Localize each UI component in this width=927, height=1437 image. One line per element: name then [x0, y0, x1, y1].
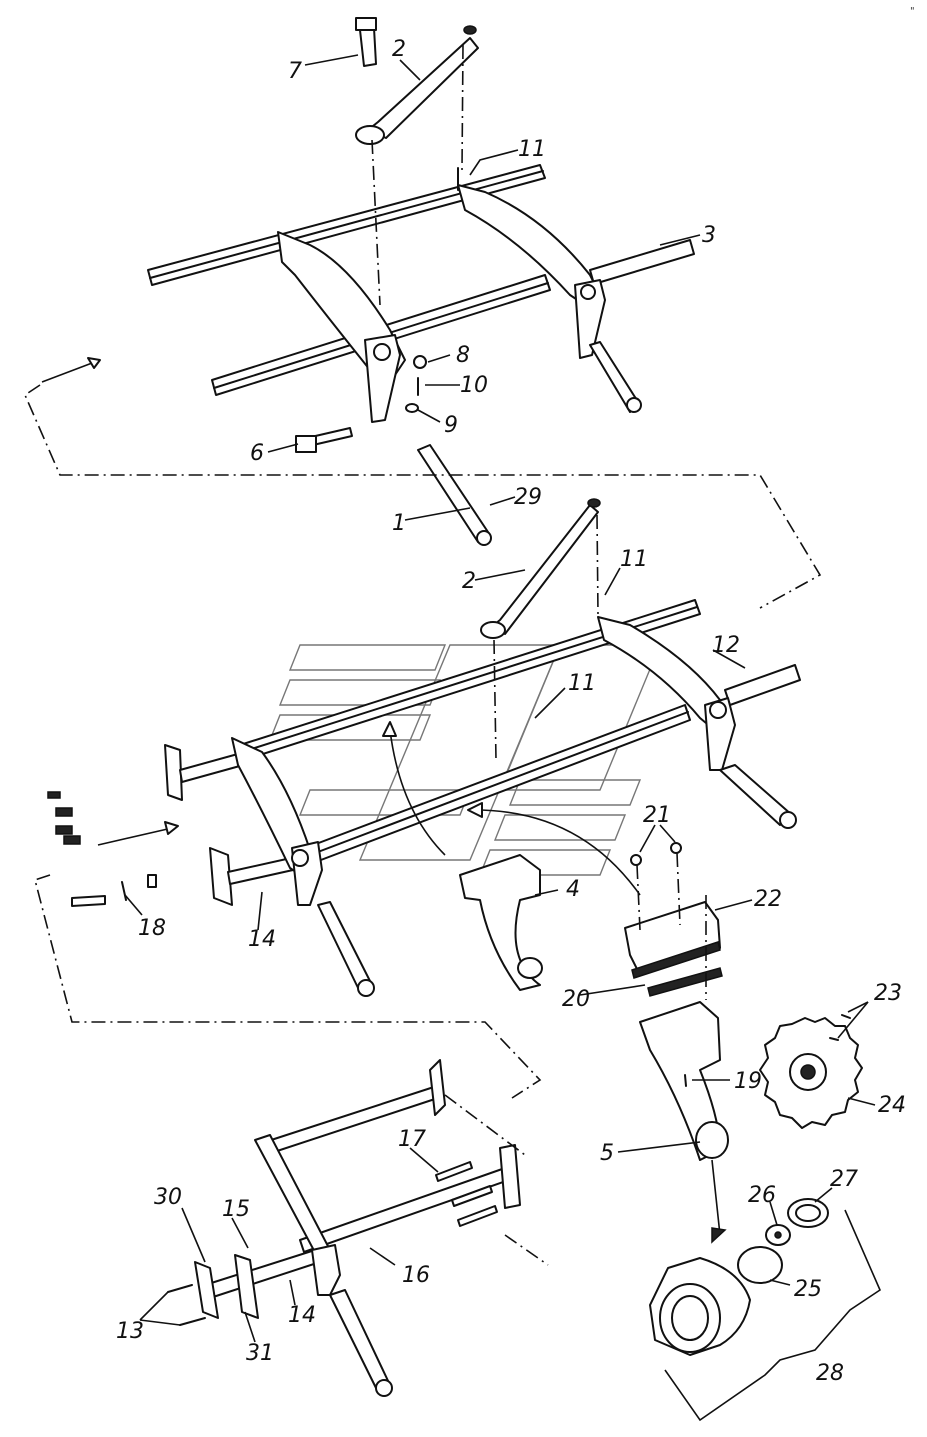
hub-assembly [649, 1198, 882, 1422]
callout-11-mid: 11 [620, 547, 648, 572]
callout-31: 31 [246, 1341, 274, 1366]
callout-21: 21 [643, 803, 671, 828]
callout-13: 13 [116, 1319, 144, 1344]
callout-3: 3 [702, 223, 716, 248]
callout-12: 12 [712, 633, 740, 658]
callout-14-mid: 14 [248, 927, 276, 952]
top-frame-assembly [147, 17, 695, 546]
coulter-disc [759, 1014, 863, 1129]
arrow-middle [97, 827, 173, 846]
callout-29: 29 [514, 485, 542, 510]
group-boundary-top [23, 384, 822, 609]
bottom-frame-assembly [167, 1059, 549, 1397]
callout-labels: 7 2 11 3 8 10 9 6 29 1 11 2 12 11 21 22 … [116, 37, 906, 1386]
corner-mark: " [910, 6, 915, 17]
callout-27: 27 [830, 1167, 858, 1192]
callout-15: 15 [222, 1197, 250, 1222]
callout-19: 19 [734, 1069, 762, 1094]
callout-30: 30 [154, 1185, 182, 1210]
callout-6: 6 [250, 441, 264, 466]
callout-7: 7 [288, 59, 302, 84]
callout-23: 23 [874, 981, 902, 1006]
callout-17: 17 [398, 1127, 426, 1152]
callout-22: 22 [754, 887, 782, 912]
callout-16: 16 [402, 1263, 430, 1288]
leader-lines [124, 54, 876, 1343]
callout-2-top: 2 [392, 37, 406, 62]
callout-18: 18 [138, 916, 166, 941]
callout-11-lower: 11 [568, 671, 596, 696]
callout-4: 4 [566, 877, 580, 902]
callout-24: 24 [878, 1093, 906, 1118]
callout-26: 26 [748, 1183, 776, 1208]
callout-25: 25 [794, 1277, 822, 1302]
shank-stack [624, 852, 729, 1244]
callout-28: 28 [816, 1361, 844, 1386]
callout-1: 1 [392, 511, 406, 536]
callout-20: 20 [562, 987, 590, 1012]
callout-14-bottom: 14 [288, 1303, 316, 1328]
arrowhead-middle [164, 821, 179, 835]
group-boundary-middle [34, 874, 542, 1099]
callout-8: 8 [456, 343, 470, 368]
callout-5: 5 [600, 1141, 614, 1166]
callout-11-top: 11 [518, 137, 546, 162]
arrowhead-top [87, 357, 101, 369]
callout-9: 9 [444, 413, 458, 438]
loose-hardware [47, 791, 81, 845]
callout-2-mid: 2 [462, 569, 476, 594]
middle-frame-assembly [47, 498, 801, 997]
callout-10: 10 [460, 373, 488, 398]
